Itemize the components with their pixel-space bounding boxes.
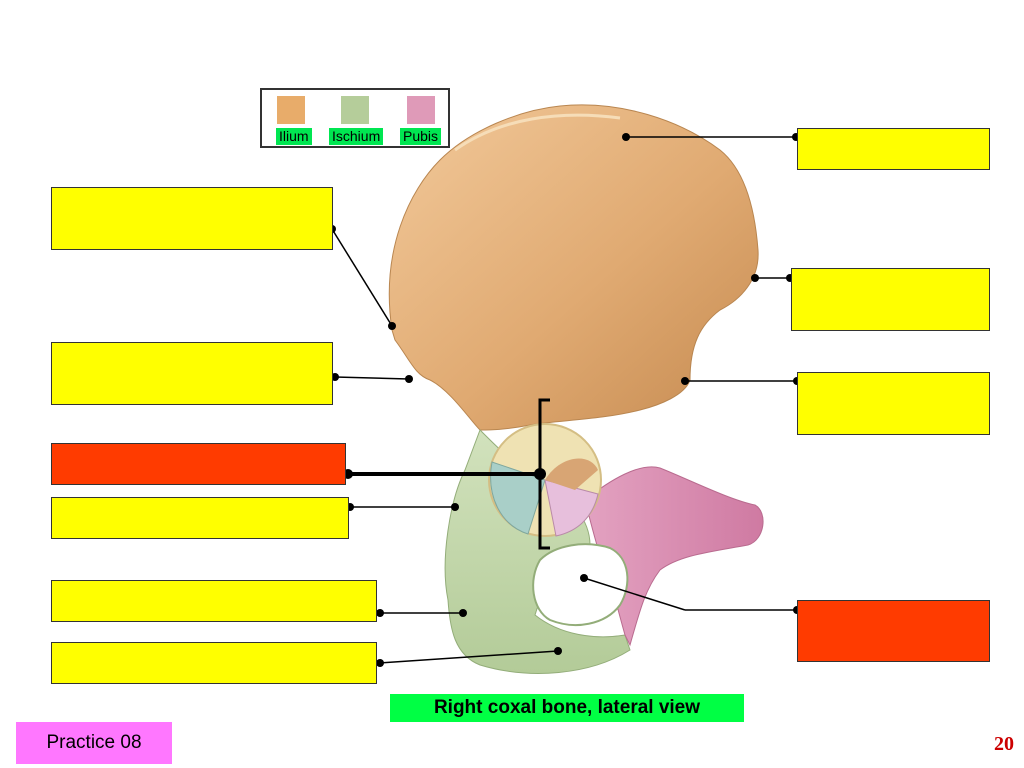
leader-lines <box>331 136 797 664</box>
answer-box-ischial-spine[interactable] <box>51 497 349 539</box>
page-number: 20 <box>994 733 1014 755</box>
ilium-crest-edge <box>454 113 621 152</box>
obturator-foramen <box>532 543 629 626</box>
acetabulum-pubic-part <box>544 479 599 537</box>
answer-box-left-upper[interactable] <box>51 187 333 250</box>
figure-caption: Right coxal bone, lateral view <box>390 694 744 722</box>
answer-box-right-middle[interactable] <box>797 372 990 435</box>
answer-box-ischial-ramus[interactable] <box>51 642 377 684</box>
legend-label-pubis: Pubis <box>400 128 442 145</box>
acetabulum-ischial-part <box>490 461 546 535</box>
legend-swatch-ischium <box>341 96 369 124</box>
answer-box-acetabulum[interactable] <box>51 443 346 485</box>
acetabular-notch <box>545 458 598 490</box>
legend-label-ischium: Ischium <box>329 128 384 145</box>
legend-swatch-ilium <box>277 96 305 124</box>
answer-box-iliac-crest[interactable] <box>797 128 990 170</box>
legend-label-ilium: Ilium <box>276 128 312 145</box>
legend: Ilium Ischium Pubis <box>260 88 450 148</box>
leader-dots <box>328 133 801 667</box>
legend-swatch-pubis <box>407 96 435 124</box>
answer-box-obturator-foramen[interactable] <box>797 600 990 662</box>
practice-label: Practice 08 <box>16 722 172 764</box>
answer-box-ischial-tuberosity[interactable] <box>51 580 377 622</box>
answer-box-left-middle[interactable] <box>51 342 333 405</box>
answer-box-right-upper[interactable] <box>791 268 990 331</box>
